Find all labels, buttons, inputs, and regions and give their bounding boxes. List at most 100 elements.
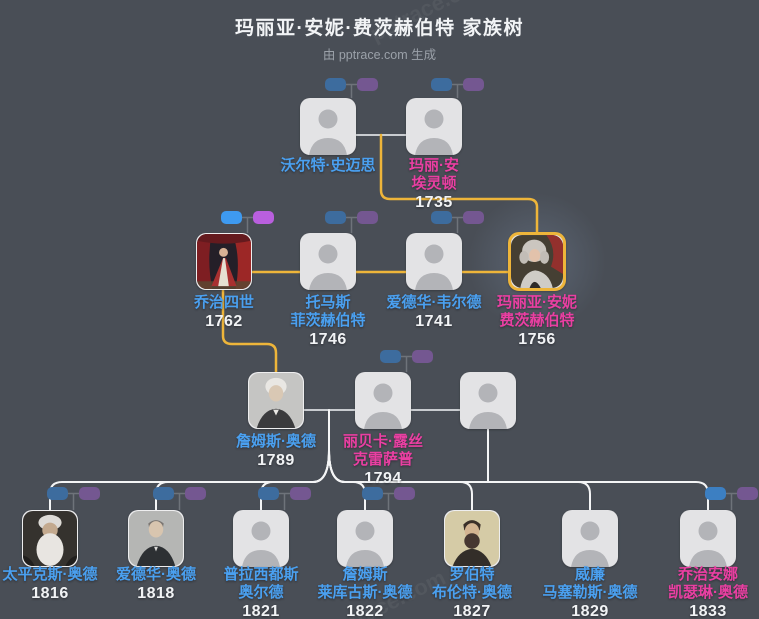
- person-label: 詹姆斯·奥德 1789: [236, 433, 316, 470]
- person-name: 乔治四世: [193, 294, 255, 311]
- person-name: 埃灵顿: [411, 175, 457, 192]
- person-silhouette-icon: [415, 244, 453, 290]
- person-name: 托马斯: [305, 294, 351, 311]
- pacificus-ord-portrait: [23, 511, 77, 566]
- person-silhouette-icon: [571, 521, 609, 567]
- person-name: 费茨赫伯特: [499, 312, 575, 329]
- person-label: 乔治安娜 凯瑟琳·奥德 1833: [668, 566, 748, 619]
- mother-chip[interactable]: [394, 487, 415, 500]
- person-name: 威廉: [574, 566, 605, 583]
- person-year: 1741: [415, 313, 453, 330]
- person-year: 1735: [415, 194, 453, 211]
- father-chip[interactable]: [325, 78, 346, 91]
- person-card-james-ord[interactable]: [248, 372, 304, 429]
- person-year: 1756: [518, 331, 556, 348]
- person-card-edward-weld[interactable]: [406, 233, 462, 290]
- george-iv-portrait: [197, 234, 251, 289]
- person-card-george-iv[interactable]: [196, 233, 252, 290]
- person-card-robert-brent[interactable]: [444, 510, 500, 567]
- person-name: 玛丽亚·安妮: [497, 294, 577, 311]
- person-label: 丽贝卡·露丝 克雷萨普 1794: [343, 433, 423, 488]
- person-name: 詹姆斯·奥德: [236, 433, 316, 450]
- person-year: 1821: [242, 603, 280, 619]
- father-chip[interactable]: [221, 211, 242, 224]
- person-label: 罗伯特 布伦特·奥德 1827: [432, 566, 512, 619]
- person-label: 沃尔特·史迈思: [281, 157, 376, 175]
- mother-chip[interactable]: [463, 211, 484, 224]
- person-year: 1833: [689, 603, 727, 619]
- person-name: 奥尔德: [238, 584, 284, 601]
- person-card-edward-ord[interactable]: [128, 510, 184, 567]
- person-card-unknown-spouse[interactable]: [460, 372, 516, 429]
- person-label: 乔治四世 1762: [194, 294, 254, 331]
- mother-chip[interactable]: [357, 211, 378, 224]
- person-label: 玛丽亚·安妮 费茨赫伯特 1756: [497, 294, 577, 349]
- mother-chip[interactable]: [290, 487, 311, 500]
- person-card-mary-ann[interactable]: [406, 98, 462, 155]
- page-subtitle: 由 pptrace.com 生成: [322, 48, 437, 62]
- person-label: 太平克斯·奥德 1816: [3, 566, 98, 603]
- lineage-highlight-lines: [221, 133, 539, 374]
- person-year: 1829: [571, 603, 609, 619]
- person-silhouette-icon: [346, 521, 384, 567]
- person-name: 丽贝卡·露丝: [343, 433, 423, 450]
- mother-chip[interactable]: [357, 78, 378, 91]
- person-silhouette-icon: [242, 521, 280, 567]
- person-year: 1789: [257, 452, 295, 469]
- mother-chip[interactable]: [253, 211, 274, 224]
- mother-chip[interactable]: [737, 487, 758, 500]
- mother-chip[interactable]: [79, 487, 100, 500]
- person-card-georgiana[interactable]: [680, 510, 736, 567]
- person-card-rebecca[interactable]: [355, 372, 411, 429]
- person-year: 1746: [309, 331, 347, 348]
- person-name: 马塞勒斯·奥德: [542, 584, 638, 601]
- person-name: 玛丽·安: [409, 157, 459, 174]
- person-name: 莱库古斯·奥德: [317, 584, 413, 601]
- person-card-james-lycurgus[interactable]: [337, 510, 393, 567]
- person-label: 普拉西都斯 奥尔德 1821: [223, 566, 298, 619]
- father-chip[interactable]: [431, 211, 452, 224]
- person-card-thomas[interactable]: [300, 233, 356, 290]
- james-ord-portrait: [249, 373, 303, 428]
- person-card-placidus[interactable]: [233, 510, 289, 567]
- person-name: 爱德华·韦尔德: [386, 294, 482, 311]
- person-name: 沃尔特·史迈思: [280, 157, 376, 174]
- person-card-william-marcellus[interactable]: [562, 510, 618, 567]
- person-label: 詹姆斯 莱库古斯·奥德 1822: [318, 566, 413, 619]
- mother-chip[interactable]: [463, 78, 484, 91]
- mother-chip[interactable]: [412, 350, 433, 363]
- person-name: 詹姆斯: [342, 566, 388, 583]
- person-card-pacificus[interactable]: [22, 510, 78, 567]
- father-chip[interactable]: [325, 211, 346, 224]
- person-name: 菲茨赫伯特: [290, 312, 366, 329]
- father-chip[interactable]: [380, 350, 401, 363]
- person-card-walter[interactable]: [300, 98, 356, 155]
- father-chip[interactable]: [153, 487, 174, 500]
- person-card-maria-fitzherbert[interactable]: [508, 232, 566, 291]
- page-title: 玛丽亚·安妮·费茨赫伯特 家族树: [235, 18, 524, 39]
- person-silhouette-icon: [689, 521, 727, 567]
- person-year: 1822: [346, 603, 384, 619]
- person-label: 爱德华·韦尔德 1741: [387, 294, 482, 331]
- person-label: 玛丽·安 埃灵顿 1735: [409, 157, 459, 212]
- person-silhouette-icon: [415, 109, 453, 155]
- person-label: 威廉 马塞勒斯·奥德 1829: [543, 566, 638, 619]
- person-label: 托马斯 菲茨赫伯特 1746: [290, 294, 365, 349]
- person-name: 太平克斯·奥德: [2, 566, 98, 583]
- person-label: 爱德华·奥德 1818: [116, 566, 196, 603]
- maria-fitzherbert-portrait: [511, 235, 563, 288]
- person-name: 爱德华·奥德: [116, 566, 196, 583]
- father-chip[interactable]: [431, 78, 452, 91]
- person-year: 1827: [453, 603, 491, 619]
- person-silhouette-icon: [364, 383, 402, 429]
- father-chip[interactable]: [362, 487, 383, 500]
- mother-chip[interactable]: [185, 487, 206, 500]
- father-chip[interactable]: [258, 487, 279, 500]
- father-chip[interactable]: [705, 487, 726, 500]
- person-name: 凯瑟琳·奥德: [668, 584, 748, 601]
- person-silhouette-icon: [309, 109, 347, 155]
- person-silhouette-icon: [309, 244, 347, 290]
- father-chip[interactable]: [47, 487, 68, 500]
- parent-chip-stems: [67, 83, 738, 510]
